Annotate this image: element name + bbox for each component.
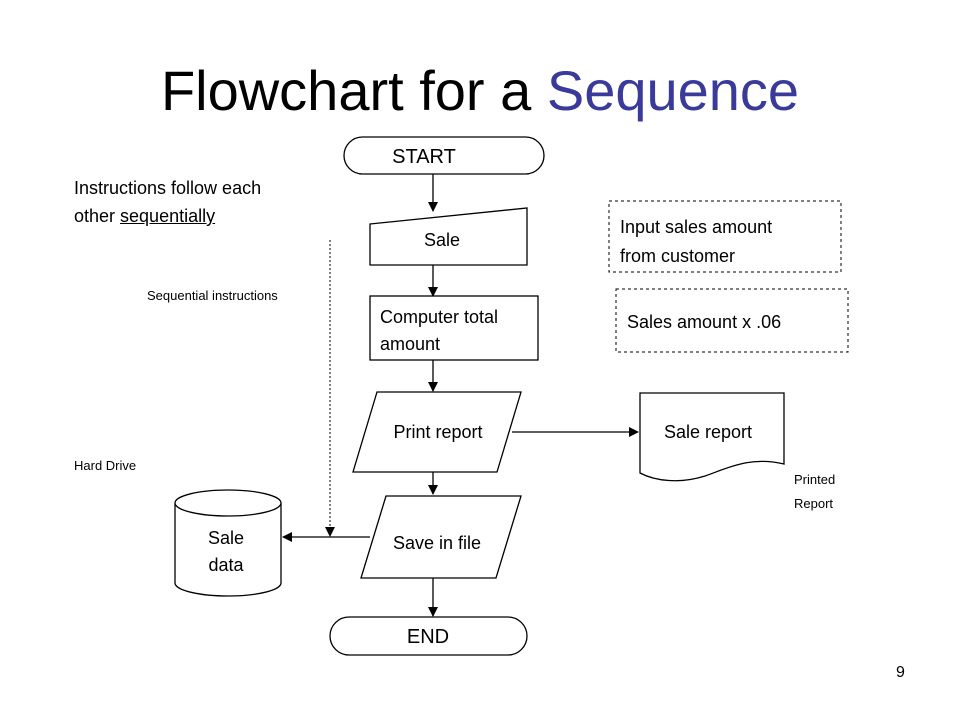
print-report-io [352,391,522,473]
sale-report-label: Sale report [664,422,752,442]
end-terminal [329,616,528,656]
formula-callout-text: Sales amount x .06 [627,312,781,332]
sale-data-cylinder-top [174,489,282,517]
instructions-note-prefix: other [74,206,121,226]
printed-report-label-line2: Report [794,496,834,511]
save-file-io [360,495,522,579]
instructions-note-line2: other sequentially [74,204,215,228]
end-label: END [407,626,449,648]
sale-data-label-line1: Sale [208,528,244,548]
start-terminal [343,136,545,175]
slide-title: Flowchart for a Sequence [0,56,960,126]
save-file-label: Save in file [393,533,481,553]
start-label: START [392,146,456,168]
compute-process [369,295,539,361]
sale-report-document [639,392,785,482]
sale-input-shape [369,207,528,266]
sale-data-label-line2: data [208,555,244,575]
title-main: Flowchart for a [160,59,547,122]
formula-callout-box [615,288,849,353]
compute-label-line2: amount [380,334,440,354]
sequential-instructions-label: Sequential instructions [147,288,278,303]
title-accent: Sequence [546,59,800,122]
hard-drive-label: Hard Drive [74,458,137,473]
printed-report-label-line1: Printed [794,472,836,487]
sale-data-cylinder-body [174,503,282,597]
instructions-note-line1: Instructions follow each [74,178,262,198]
instructions-note-underlined: sequentially [120,206,216,226]
input-callout-line2: from customer [620,246,735,266]
sale-input-label: Sale [424,230,460,250]
input-callout-box [608,200,842,273]
input-callout-line1: Input sales amount [620,217,772,237]
print-report-label: Print report [393,422,482,442]
compute-label-line1: Computer total [380,307,498,327]
page-number: 9 [896,664,905,681]
